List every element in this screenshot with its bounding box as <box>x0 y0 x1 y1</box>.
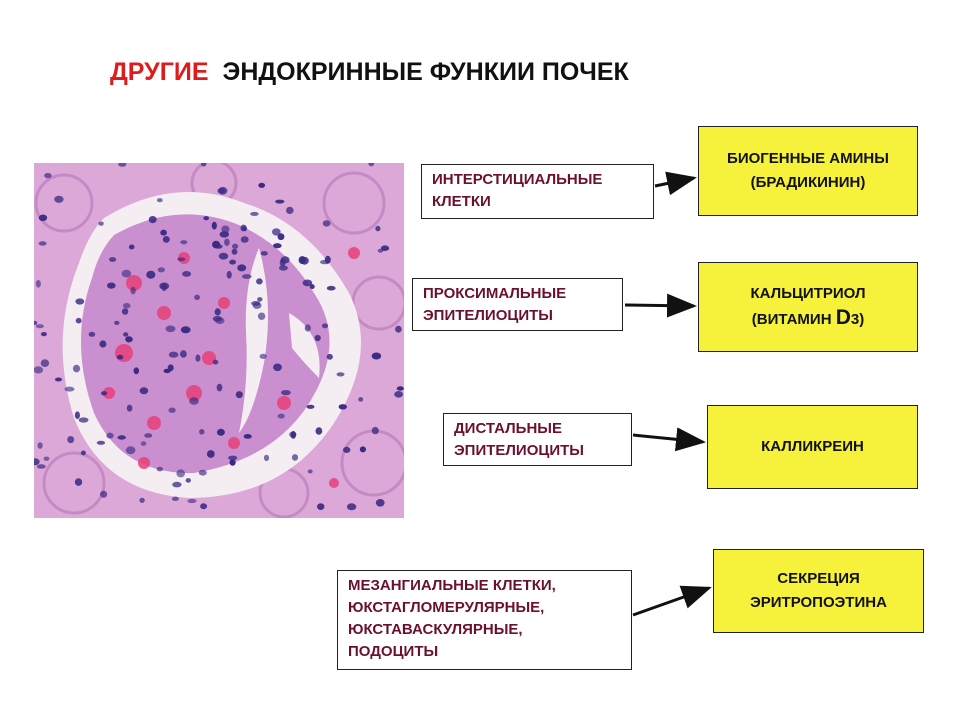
source-label-line: КЛЕТКИ <box>432 193 491 210</box>
arrow-3 <box>632 427 706 452</box>
source-label-line: ПОДОЦИТЫ <box>348 643 439 660</box>
page-title: ДРУГИЕ ЭНДОКРИННЫЕ ФУНКИИ ПОЧЕК <box>110 58 629 87</box>
source-distal-epithelium: ДИСТАЛЬНЫЕ ЭПИТЕЛИОЦИТЫ <box>443 413 632 466</box>
arrow-1 <box>654 171 697 196</box>
target-erythropoietin: СЕКРЕЦИЯ ЭРИТРОПОЭТИНА <box>713 549 924 633</box>
vitamin-d-letter: D <box>835 306 851 329</box>
target-label-line: ЭРИТРОПОЭТИНА <box>750 594 887 611</box>
target-label-line: СЕКРЕЦИЯ <box>777 570 860 587</box>
target-label-line-vitamin: (ВИТАМИН D3) <box>752 306 864 332</box>
vitamin-suffix: ) <box>859 311 865 328</box>
target-label-line: КАЛЛИКРЕИН <box>761 438 864 455</box>
source-mesangial-cells: МЕЗАНГИАЛЬНЫЕ КЛЕТКИ, ЮКСТАГЛОМЕРУЛЯРНЫЕ… <box>337 570 632 670</box>
vitamin-d-subscript: 3 <box>850 311 860 328</box>
source-label-line: ДИСТАЛЬНЫЕ <box>454 420 562 437</box>
source-label-line: ЭПИТЕЛИОЦИТЫ <box>454 442 584 459</box>
source-label-line: ЭПИТЕЛИОЦИТЫ <box>423 307 553 324</box>
source-label-line: ПРОКСИМАЛЬНЫЕ <box>423 285 567 302</box>
source-label-line: ЮКСТАГЛОМЕРУЛЯРНЫЕ, <box>348 599 545 616</box>
arrow-2 <box>624 293 697 318</box>
source-label-line: ИНТЕРСТИЦИАЛЬНЫЕ <box>432 171 603 188</box>
target-label-line: КАЛЬЦИТРИОЛ <box>750 285 866 302</box>
title-main: ЭНДОКРИННЫЕ ФУНКИИ ПОЧЕК <box>222 58 629 86</box>
target-label-line: (БРАДИКИНИН) <box>750 174 866 191</box>
source-proximal-epithelium: ПРОКСИМАЛЬНЫЕ ЭПИТЕЛИОЦИТЫ <box>412 278 623 331</box>
target-kallikrein: КАЛЛИКРЕИН <box>707 405 918 489</box>
source-label-line: ЮКСТАВАСКУЛЯРНЫЕ, <box>348 621 523 638</box>
kidney-glomerulus-micrograph <box>34 163 404 518</box>
target-biogenic-amines: БИОГЕННЫЕ АМИНЫ (БРАДИКИНИН) <box>698 126 918 216</box>
source-label-line: МЕЗАНГИАЛЬНЫЕ КЛЕТКИ, <box>348 577 556 594</box>
title-accent-word: ДРУГИЕ <box>110 58 209 86</box>
target-calcitriol: КАЛЬЦИТРИОЛ (ВИТАМИН D3) <box>698 262 918 352</box>
vitamin-prefix: (ВИТАМИН <box>751 311 836 328</box>
target-label-line: БИОГЕННЫЕ АМИНЫ <box>727 150 889 167</box>
arrow-4 <box>632 585 712 617</box>
source-interstitial-cells: ИНТЕРСТИЦИАЛЬНЫЕ КЛЕТКИ <box>421 164 654 219</box>
